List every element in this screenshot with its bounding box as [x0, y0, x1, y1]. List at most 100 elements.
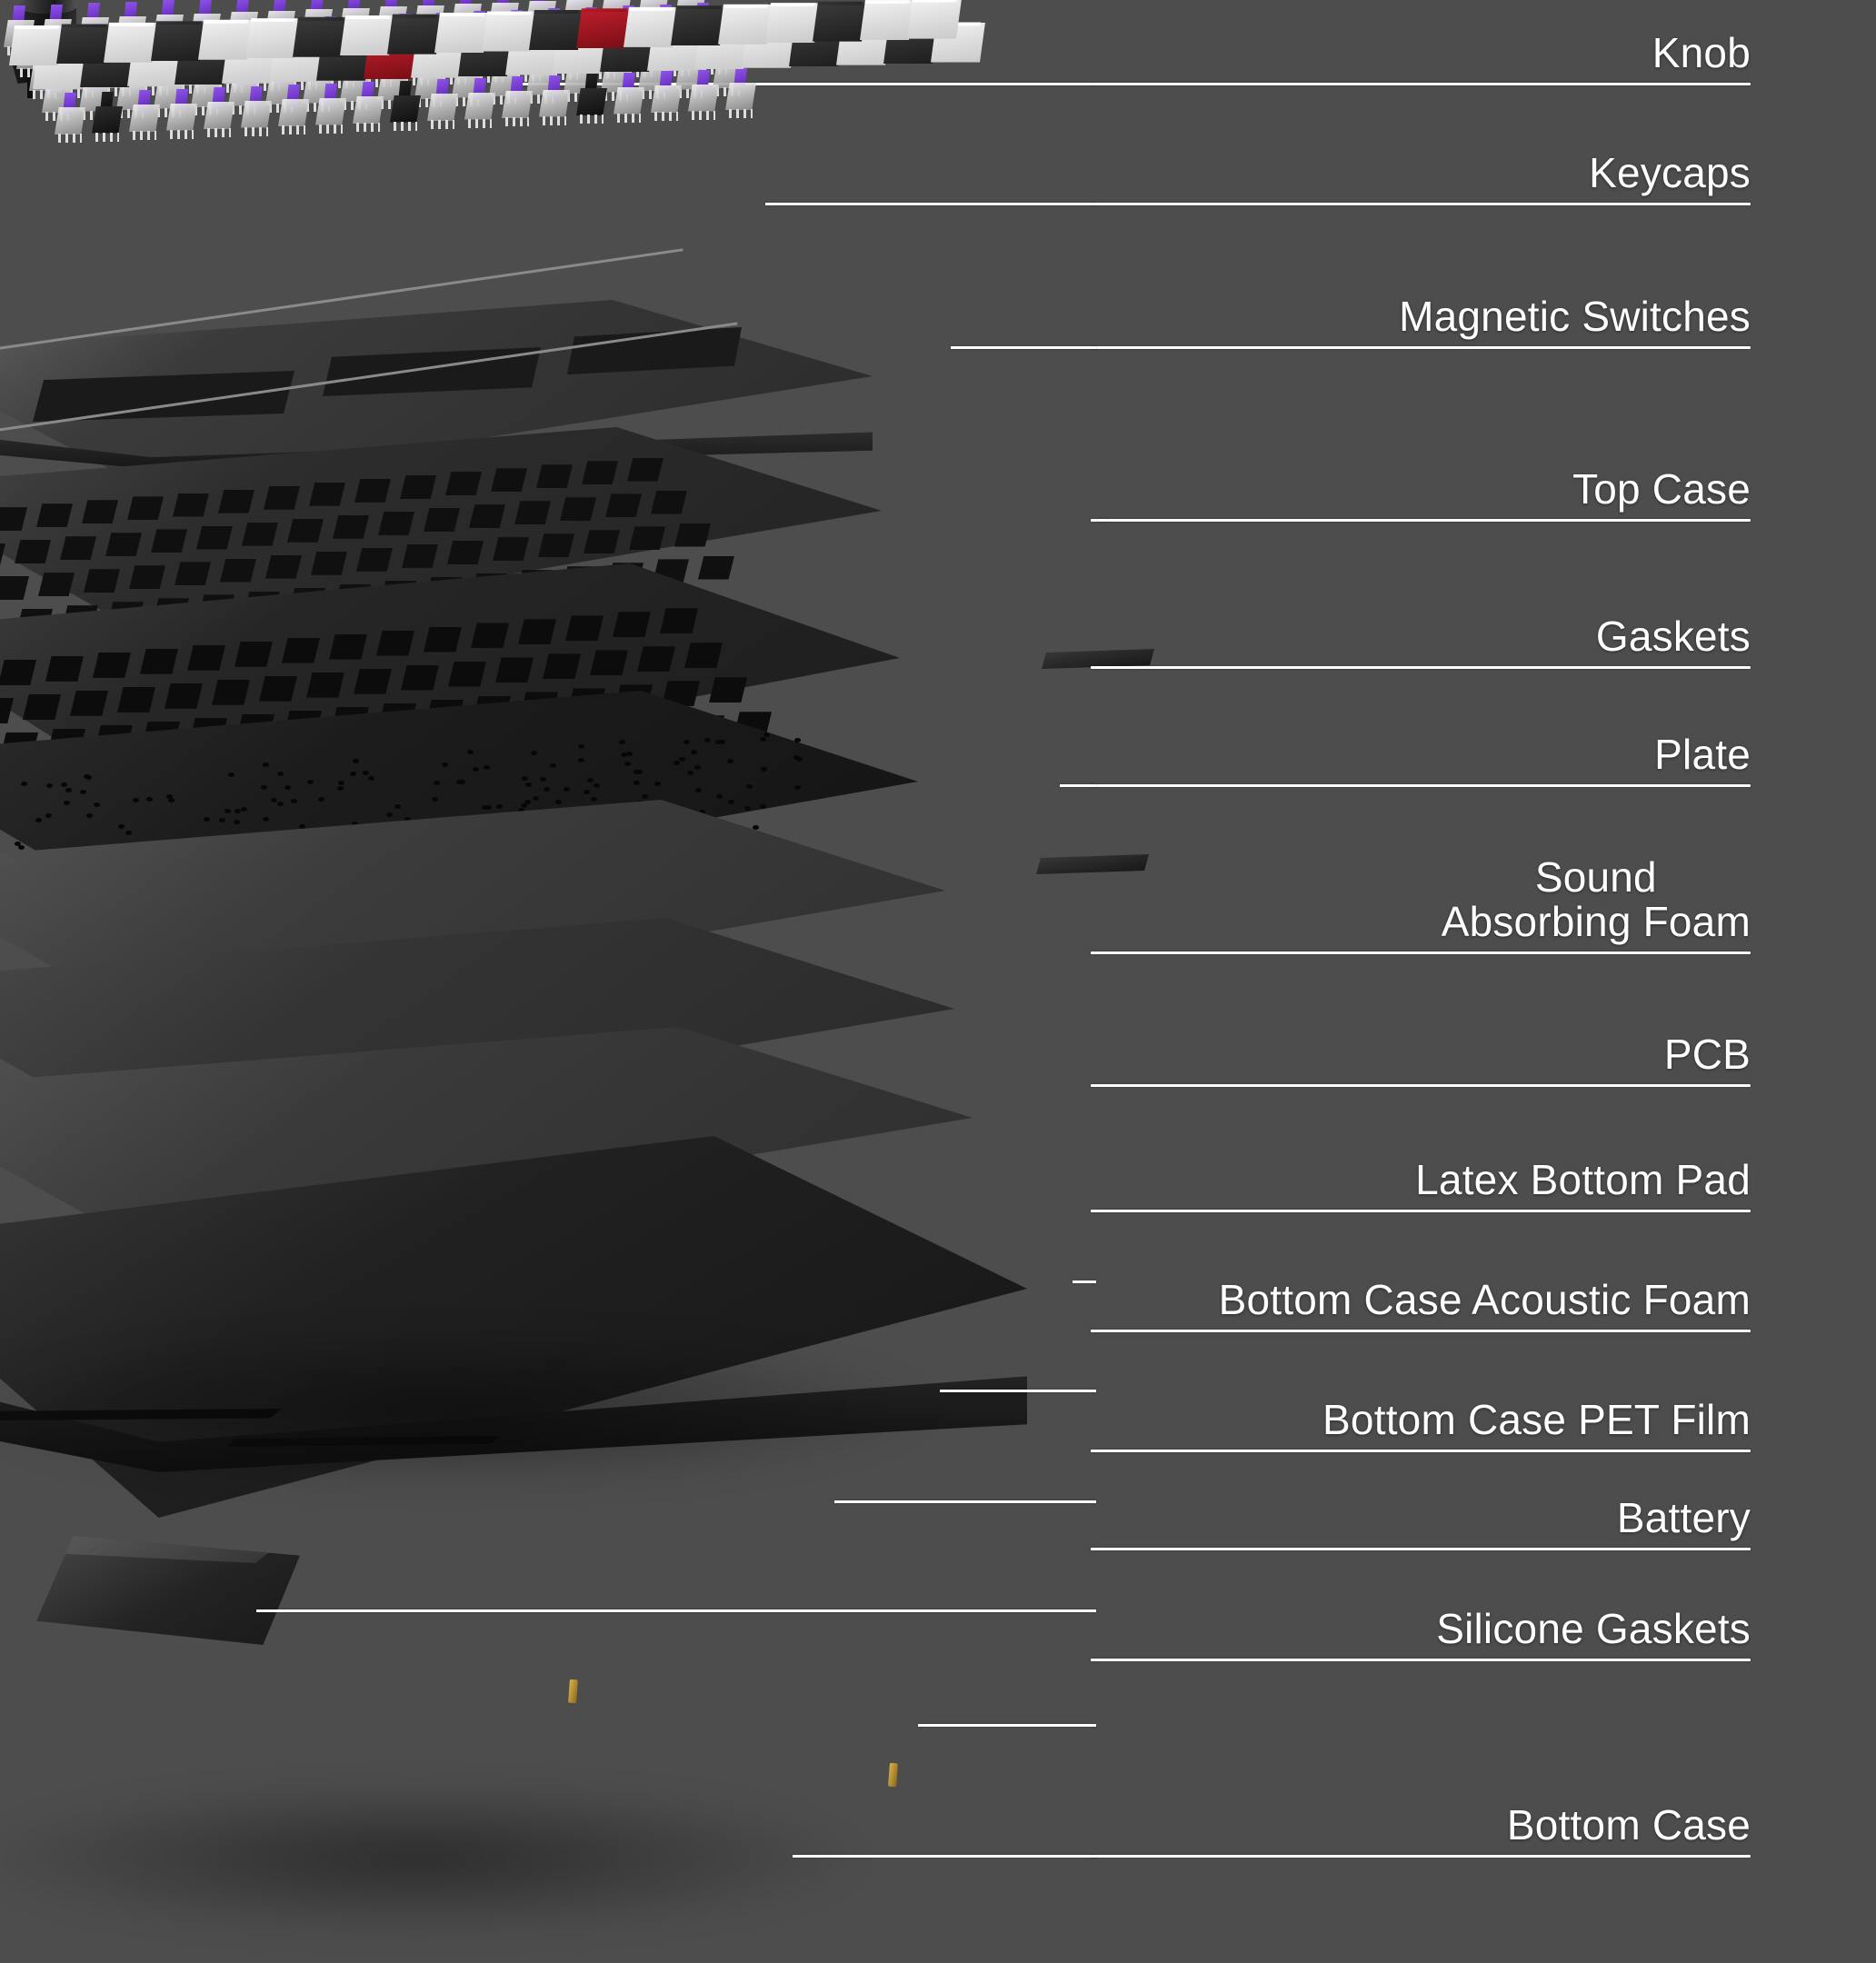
pcb-via-hole: [721, 855, 728, 861]
pcb-via-hole: [76, 903, 84, 909]
foam-cutout: [25, 767, 63, 792]
plate-switch-cutout: [175, 562, 211, 586]
plate-switch-cutout: [491, 468, 527, 493]
pcb-via-hole: [762, 862, 769, 867]
switch-housing: [688, 84, 719, 112]
pcb-via-hole: [89, 869, 96, 874]
part-latex-bottom-pad: [0, 800, 945, 1027]
callout-keycaps[interactable]: Keycaps: [1091, 127, 1751, 205]
callout-bottom-case-pet-film[interactable]: Bottom Case PET Film: [1091, 1374, 1751, 1452]
switch-housing: [153, 15, 184, 42]
plate-switch-cutout: [560, 497, 596, 522]
magnetic-switch: [514, 31, 544, 82]
callout-pcb-label: PCB: [1663, 1031, 1751, 1079]
callout-battery-label: Battery: [1616, 1494, 1751, 1542]
magnetic-switch: [675, 47, 706, 98]
pcb-via-hole: [484, 764, 491, 770]
part-pcb: [0, 691, 918, 918]
magnetic-switch: [674, 0, 705, 31]
pcb-via-hole: [639, 847, 646, 852]
switch-pins: [554, 71, 578, 80]
keycap-top-face: [721, 4, 772, 8]
pcb-via-hole: [338, 781, 345, 786]
callout-knob[interactable]: Knob: [1091, 7, 1751, 85]
switch-pins: [617, 113, 641, 123]
pcb-via-hole: [234, 808, 242, 813]
keycap: [198, 19, 253, 60]
magnetic-switch: [264, 0, 295, 46]
switch-housing: [303, 75, 334, 104]
switch-pins: [417, 31, 441, 41]
pcb-via-hole: [284, 784, 291, 790]
switch-stem: [658, 4, 672, 26]
keycap-top-face: [933, 22, 984, 26]
pcb-via-hole: [441, 762, 448, 768]
callout-bottom-case-acoustic-foam-rule: [1091, 1330, 1751, 1332]
keycap-top-face: [792, 26, 843, 31]
keycap: [860, 0, 914, 41]
pcb-via-hole: [586, 872, 594, 877]
switch-stem: [609, 50, 623, 73]
switch-pins: [45, 45, 68, 55]
foam-cutout: [45, 655, 84, 682]
magnetic-switch: [637, 0, 668, 33]
switch-stem: [584, 6, 597, 29]
pcb-via-hole: [642, 861, 649, 866]
switch-stem: [473, 77, 486, 100]
callout-latex-bottom-pad[interactable]: Latex Bottom Pad: [1091, 1134, 1751, 1212]
switch-stem: [696, 69, 710, 92]
switch-stem: [137, 90, 151, 112]
knob-cap-shape: [19, 0, 77, 64]
plate-switch-cutout: [153, 598, 189, 623]
plate-switch-cutout: [198, 594, 234, 619]
keycap: [127, 45, 182, 86]
pcb-via-hole: [558, 862, 565, 867]
pcb-via-hole: [697, 857, 704, 862]
callout-silicone-gaskets[interactable]: Silicone Gaskets: [1091, 1583, 1751, 1661]
magnetic-switch: [190, 0, 221, 49]
foam-cutout: [93, 652, 131, 678]
plate-switch-cutout: [380, 580, 416, 604]
pcb-via-hole: [484, 804, 492, 810]
switch-stem: [683, 0, 696, 3]
switch-housing: [651, 85, 682, 113]
switch-stem: [125, 68, 138, 90]
switch-stem: [136, 23, 150, 45]
plate-switch-cutout: [173, 493, 209, 517]
callout-bottom-case-acoustic-foam[interactable]: Bottom Case Acoustic Foam: [1091, 1254, 1751, 1332]
keycap: [813, 1, 867, 42]
switch-pins: [281, 58, 304, 68]
plate-switch-cutout: [218, 489, 254, 513]
switch-stem: [75, 47, 88, 70]
pcb-via-hole: [662, 825, 669, 831]
switch-stem: [621, 5, 634, 27]
pcb-via-hole: [543, 786, 550, 792]
callout-top-case[interactable]: Top Case: [1091, 443, 1751, 522]
switch-stem: [472, 11, 485, 33]
switch-housing: [340, 75, 371, 102]
pcb-via-hole: [715, 739, 723, 744]
callout-sound-absorbing-foam[interactable]: Sound Absorbing Foam: [1091, 818, 1751, 954]
magnetic-switch: [389, 14, 420, 64]
callout-battery[interactable]: Battery: [1091, 1472, 1751, 1550]
pcb-via-hole: [95, 852, 103, 857]
plate-switch-cutout: [605, 493, 642, 518]
pcb-via-hole: [455, 879, 463, 884]
switch-housing: [414, 5, 444, 33]
callout-bottom-case[interactable]: Bottom Case: [1091, 1779, 1751, 1858]
callout-gaskets[interactable]: Gaskets: [1091, 591, 1751, 669]
switch-pins: [195, 106, 218, 115]
keycap: [931, 22, 985, 63]
switch-housing: [240, 34, 271, 61]
pcb-via-hole: [89, 862, 96, 868]
switch-stem: [324, 83, 337, 105]
callout-magnetic-switches[interactable]: Magnetic Switches: [1091, 271, 1751, 349]
switch-housing: [476, 47, 507, 75]
callout-plate[interactable]: Plate: [1091, 709, 1751, 787]
magnetic-switch: [66, 47, 97, 98]
callout-bottom-case-acoustic-foam-label: Bottom Case Acoustic Foam: [1218, 1276, 1751, 1324]
switch-pins: [654, 45, 677, 55]
callout-pcb[interactable]: PCB: [1091, 1009, 1751, 1087]
magnetic-switch: [327, 38, 358, 88]
plate-switch-cutout: [562, 566, 598, 591]
